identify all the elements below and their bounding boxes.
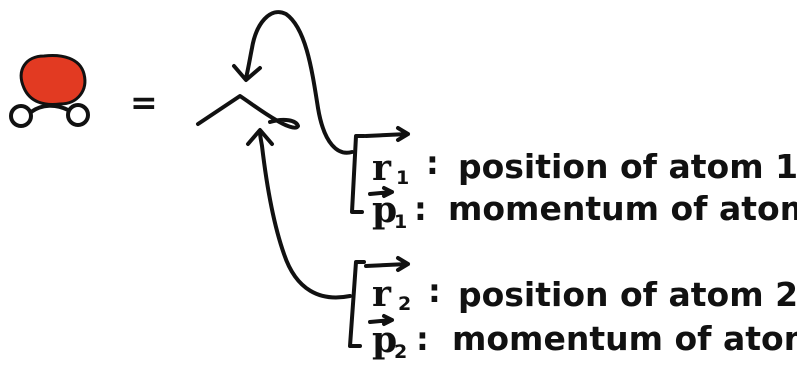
p2-description: momentum of atom 2 bbox=[452, 319, 797, 358]
equals-sign: = bbox=[130, 83, 158, 122]
r1-symbol: r bbox=[372, 147, 392, 189]
r1-subscript: 1 bbox=[396, 167, 409, 189]
molecule-left-wheel bbox=[11, 106, 31, 126]
r2-subscript: 2 bbox=[398, 293, 411, 315]
molecule-right-wheel bbox=[68, 105, 88, 125]
r2-colon: : bbox=[428, 272, 441, 310]
atom1-momentum-row: p 1 : momentum of atom 1 bbox=[370, 188, 797, 233]
p2-colon: : bbox=[416, 320, 429, 358]
molecule-axle bbox=[31, 106, 68, 112]
brace-atom1 bbox=[352, 136, 364, 212]
r1-colon: : bbox=[426, 144, 439, 182]
p1-description: momentum of atom 1 bbox=[448, 189, 797, 228]
brace-atom2 bbox=[350, 262, 364, 346]
p1-subscript: 1 bbox=[394, 211, 407, 233]
molecule-bond-shape bbox=[198, 96, 298, 128]
arrow-atom2 bbox=[260, 132, 350, 297]
atom1-position-row: r 1 : position of atom 1 bbox=[366, 128, 797, 189]
p1-colon: : bbox=[414, 190, 427, 228]
r2-symbol: r bbox=[372, 273, 392, 315]
atom2-momentum-row: p 2 : momentum of atom 2 bbox=[370, 316, 797, 363]
r1-description: position of atom 1 bbox=[458, 147, 797, 186]
r2-vector-arrow bbox=[366, 258, 408, 270]
molecule-icon bbox=[11, 56, 88, 126]
atom2-position-row: r 2 : position of atom 2 bbox=[366, 258, 797, 315]
molecule-red-blob bbox=[21, 56, 85, 105]
p2-subscript: 2 bbox=[394, 341, 407, 363]
r2-description: position of atom 2 bbox=[458, 275, 797, 314]
r1-vector-arrow bbox=[366, 128, 408, 140]
